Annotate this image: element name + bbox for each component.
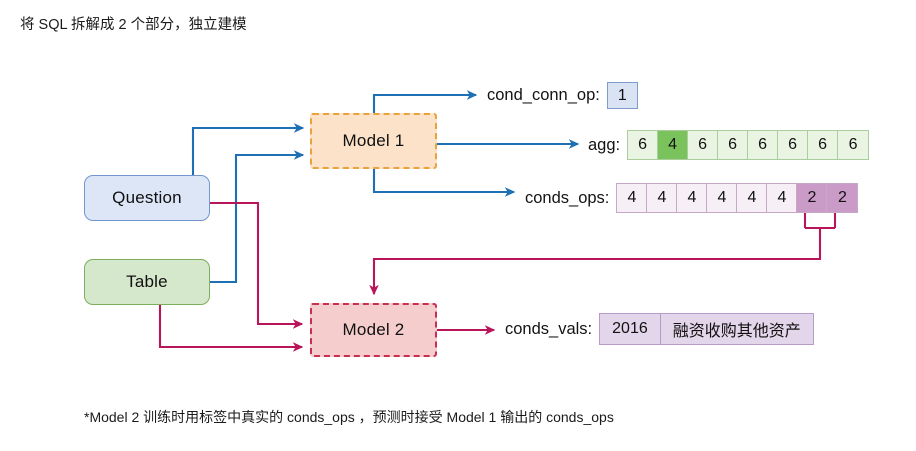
agg-cell-highlighted: 4	[658, 131, 689, 159]
cond-conn-op-cells: 1	[606, 82, 638, 109]
conds-ops-cell-highlighted: 2	[827, 184, 858, 212]
agg-cell: 6	[778, 131, 809, 159]
conds-ops-cell: 4	[707, 184, 738, 212]
node-question-label: Question	[112, 188, 182, 207]
output-cond-conn-op: cond_conn_op: 1	[487, 82, 638, 109]
wire-table-to-model1	[210, 150, 305, 284]
agg-cell: 6	[688, 131, 719, 159]
agg-cells: 6 4 6 6 6 6 6 6	[627, 130, 870, 160]
wire-table-to-model2	[158, 305, 304, 352]
node-table[interactable]: Table	[84, 259, 210, 305]
wire-question-to-model1	[191, 123, 305, 175]
wire-question-to-model2	[210, 201, 304, 329]
conds-vals-cell: 融资收购其他资产	[660, 314, 813, 344]
output-agg-label: agg:	[588, 135, 621, 154]
conds-ops-cells: 4 4 4 4 4 4 2 2	[616, 183, 859, 213]
output-conds-ops: conds_ops: 4 4 4 4 4 4 2 2	[525, 183, 859, 213]
conds-vals-cells: 2016 融资收购其他资产	[599, 313, 814, 345]
output-conds-ops-label: conds_ops:	[525, 188, 610, 207]
agg-cell: 6	[838, 131, 869, 159]
agg-cell: 6	[808, 131, 839, 159]
cond-conn-op-cell: 1	[606, 82, 638, 109]
node-model-1[interactable]: Model 1	[310, 113, 437, 169]
node-model-1-label: Model 1	[342, 131, 405, 150]
node-model-2-label: Model 2	[342, 320, 405, 339]
node-table-label: Table	[126, 272, 168, 291]
output-conds-vals: conds_vals: 2016 融资收购其他资产	[505, 313, 814, 345]
agg-cell: 6	[718, 131, 749, 159]
agg-cell: 6	[628, 131, 659, 159]
output-agg: agg: 6 4 6 6 6 6 6 6	[588, 130, 870, 160]
footnote: *Model 2 训练时用标签中真实的 conds_ops ，预测时接受 Mod…	[84, 409, 614, 425]
conds-ops-cell: 4	[617, 184, 648, 212]
wire-model1-to-conds-ops	[372, 169, 516, 197]
conds-ops-cell: 4	[767, 184, 798, 212]
output-cond-conn-op-label: cond_conn_op:	[487, 86, 600, 104]
output-conds-vals-label: conds_vals:	[505, 319, 593, 338]
conds-ops-cell: 4	[677, 184, 708, 212]
conds-ops-cell: 4	[647, 184, 678, 212]
conds-ops-cell: 4	[737, 184, 768, 212]
node-model-2[interactable]: Model 2	[310, 303, 437, 357]
agg-cell: 6	[748, 131, 779, 159]
conds-vals-cell: 2016	[600, 314, 661, 344]
node-question[interactable]: Question	[84, 175, 210, 221]
wire-model1-to-cond-conn-op	[372, 90, 478, 113]
wire-conds-ops-merge-to-model2	[374, 226, 835, 294]
page-title: 将 SQL 拆解成 2 个部分，独立建模	[20, 17, 247, 33]
conds-ops-cell-highlighted: 2	[797, 184, 828, 212]
